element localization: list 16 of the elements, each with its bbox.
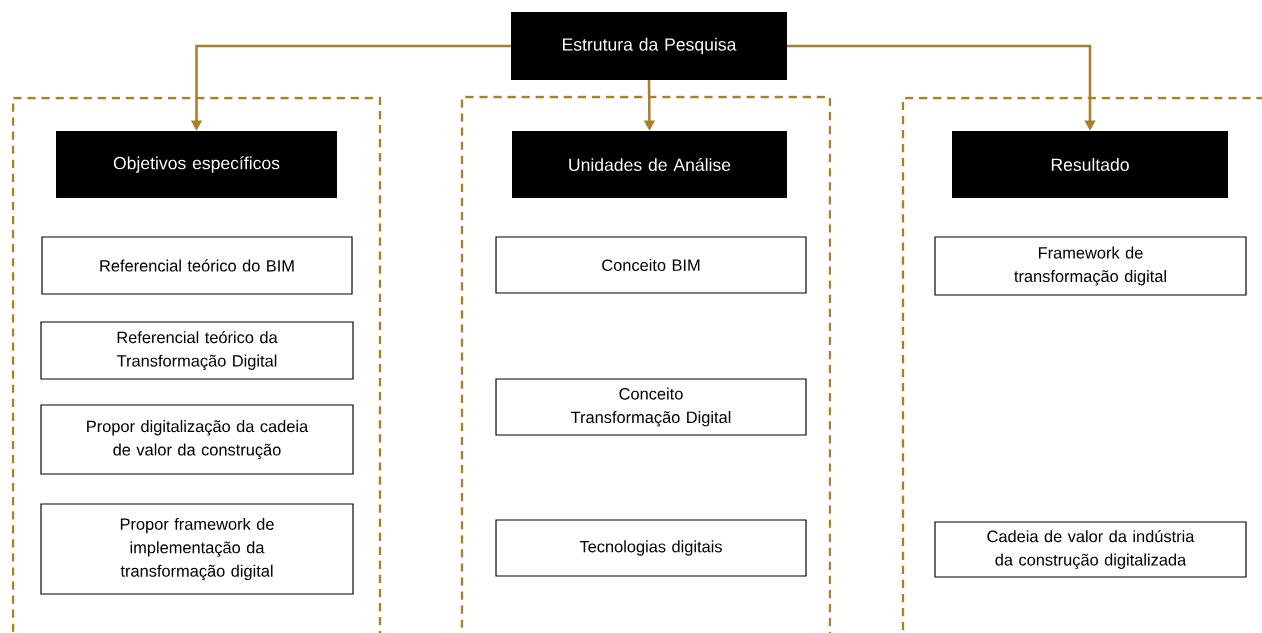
text-box: Cadeia de valor da indústria da construção digitalizada xyxy=(934,521,1247,578)
heading-box: Resultado xyxy=(952,131,1228,198)
heading-box: Objetivos específicos xyxy=(56,131,337,198)
text-box: Conceito BIM xyxy=(495,236,807,294)
text-box: Framework de transformação digital xyxy=(934,236,1247,296)
heading-box: Unidades de Análise xyxy=(512,131,787,198)
dashed-frame xyxy=(460,95,832,633)
text-box: Referencial teórico do BIM xyxy=(41,236,353,295)
text-box: Referencial teórico da Transformação Digital xyxy=(40,321,354,380)
heading-box: Estrutura da Pesquisa xyxy=(511,12,787,80)
text-box: Propor framework de implementação da transformação digital xyxy=(40,503,354,595)
dashed-frame xyxy=(901,96,1262,633)
dashed-frame xyxy=(11,96,382,633)
text-box: Propor digitalização da cadeia de valor da construção xyxy=(40,404,354,475)
text-box: Conceito Transformação Digital xyxy=(495,378,807,436)
text-box: Tecnologias digitais xyxy=(495,519,807,577)
